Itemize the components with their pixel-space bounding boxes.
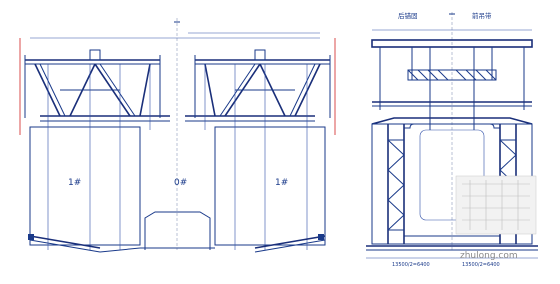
section-top-beam — [371, 39, 533, 48]
right-bottom-platform — [254, 234, 326, 253]
hanger-rods-right — [204, 64, 308, 250]
watermark-grid — [462, 180, 530, 230]
box-girder-top — [371, 117, 533, 125]
header-left-label: 后锚固 — [398, 11, 418, 20]
left-bottom-platform — [28, 234, 141, 253]
watermark-logo-box — [455, 175, 537, 235]
pier-left-label: 1# — [68, 178, 81, 188]
left-traveler-truss — [24, 49, 161, 118]
watermark: zhulong.com — [455, 175, 537, 261]
box-girder-inner-void — [403, 123, 501, 237]
right-traveler-truss — [194, 49, 331, 118]
header-right-label: 前吊带 — [472, 11, 492, 20]
left-web-truss — [387, 124, 405, 244]
hanger-rods-left — [47, 64, 151, 250]
left-pier-body — [29, 126, 141, 246]
center-pier-base — [144, 211, 211, 250]
section-hangers — [379, 47, 525, 130]
right-pier-body — [214, 126, 326, 246]
bottom-dim-left: 13500/2=6400 — [392, 262, 430, 268]
section-upper-truss — [407, 69, 497, 81]
pier-center-label: 0# — [174, 178, 187, 188]
inner-formwork — [419, 129, 485, 221]
bottom-dim-right: 13500/2=6400 — [462, 262, 500, 268]
watermark-text: zhulong.com — [460, 251, 518, 261]
left-elevation-view: 1# 0# 1# — [19, 18, 336, 253]
pier-right-label: 1# — [275, 178, 288, 188]
